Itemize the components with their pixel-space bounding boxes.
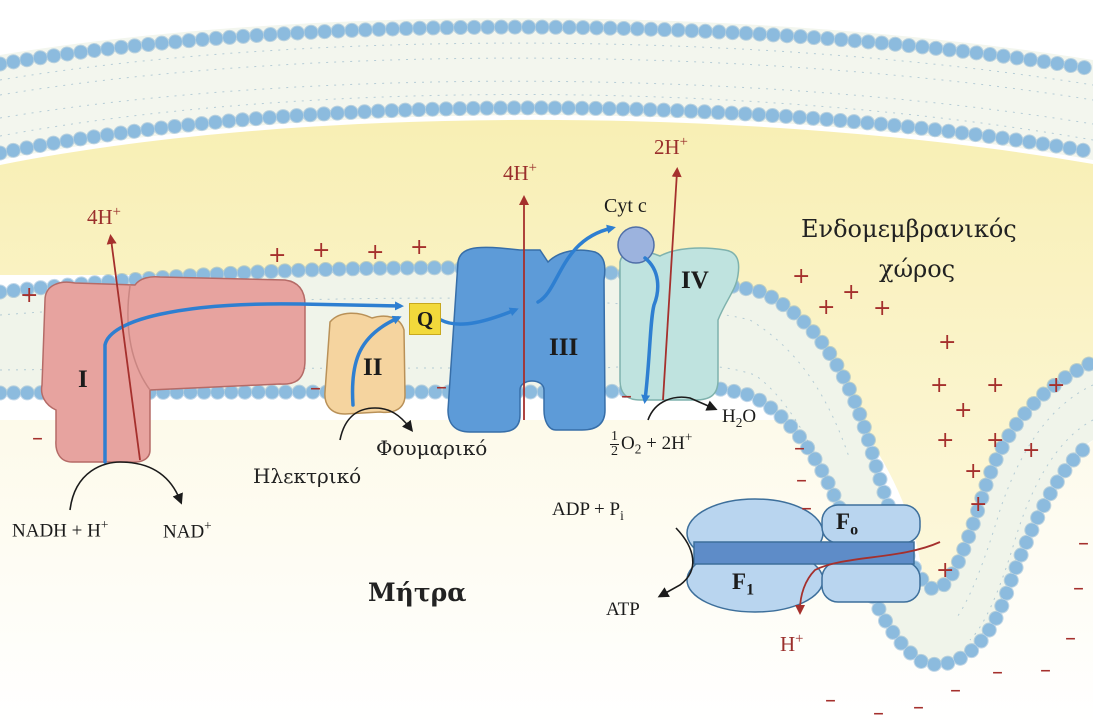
negative-charge-mark: – bbox=[796, 470, 807, 492]
positive-charge-mark: + bbox=[842, 282, 860, 304]
positive-charge-mark: + bbox=[366, 242, 384, 264]
positive-charge-mark: + bbox=[873, 298, 891, 320]
positive-charge-mark: + bbox=[817, 297, 835, 319]
proton-label-complex-I: 4H+ bbox=[87, 205, 121, 228]
positive-charge-mark: + bbox=[986, 430, 1004, 452]
complex-III-label: III bbox=[549, 335, 578, 360]
matrix-label: Μήτρα bbox=[368, 580, 467, 605]
positive-charge-mark: + bbox=[986, 375, 1004, 397]
positive-charge-mark: + bbox=[1022, 440, 1040, 462]
complex-II-label: II bbox=[363, 355, 382, 380]
positive-charge-mark: + bbox=[20, 285, 38, 307]
positive-charge-mark: + bbox=[312, 240, 330, 262]
negative-charge-mark: – bbox=[436, 377, 447, 399]
negative-charge-mark: – bbox=[825, 690, 836, 712]
negative-charge-mark: – bbox=[1073, 578, 1084, 600]
negative-charge-mark: – bbox=[1040, 660, 1051, 682]
negative-charge-mark: – bbox=[1078, 533, 1089, 555]
positive-charge-mark: + bbox=[930, 375, 948, 397]
nadh-label: NADH + H+ bbox=[12, 518, 108, 540]
intermembrane-label-line2: χώρος bbox=[879, 257, 955, 281]
complex-IV-label: IV bbox=[681, 268, 709, 293]
negative-charge-mark: – bbox=[1065, 628, 1076, 650]
f0-label: Fo bbox=[836, 510, 858, 539]
atp-label: ATP bbox=[606, 600, 640, 619]
positive-charge-mark: + bbox=[410, 237, 428, 259]
proton-label-complex-III: 4H+ bbox=[503, 161, 537, 184]
succinate-label: Ηλεκτρικό bbox=[253, 466, 361, 486]
negative-charge-mark: – bbox=[913, 697, 924, 719]
negative-charge-mark: – bbox=[950, 680, 961, 702]
positive-charge-mark: + bbox=[964, 461, 982, 483]
negative-charge-mark: – bbox=[32, 428, 43, 450]
positive-charge-mark: + bbox=[792, 266, 810, 288]
positive-charge-mark: + bbox=[954, 400, 972, 422]
cytochrome-c bbox=[618, 227, 654, 263]
complex-I-label: I bbox=[78, 367, 88, 392]
negative-charge-mark: – bbox=[310, 378, 321, 400]
negative-charge-mark: – bbox=[801, 498, 812, 520]
cyt-c-label: Cyt c bbox=[604, 196, 647, 216]
proton-label-atp-synthase: H+ bbox=[780, 632, 803, 655]
negative-charge-mark: – bbox=[794, 438, 805, 460]
positive-charge-mark: + bbox=[969, 494, 987, 516]
adp-label: ADP + Pi bbox=[552, 500, 624, 522]
nad-label: NAD+ bbox=[163, 519, 212, 541]
f1-label: F1 bbox=[732, 570, 754, 599]
positive-charge-mark: + bbox=[936, 430, 954, 452]
negative-charge-mark: – bbox=[992, 662, 1003, 684]
positive-charge-mark: + bbox=[938, 332, 956, 354]
positive-charge-mark: + bbox=[936, 560, 954, 582]
ubiquinone-label: Q bbox=[409, 303, 441, 335]
positive-charge-mark: + bbox=[1047, 375, 1065, 397]
intermembrane-label-line1: Ενδομεμβρανικός bbox=[801, 217, 1017, 241]
negative-charge-mark: – bbox=[621, 386, 632, 408]
positive-charge-mark: + bbox=[268, 245, 286, 267]
water-label: H2O bbox=[722, 407, 756, 429]
proton-label-complex-IV: 2H+ bbox=[654, 135, 688, 158]
fumarate-label: Φουμαρικό bbox=[376, 438, 487, 458]
negative-charge-mark: – bbox=[873, 703, 884, 725]
